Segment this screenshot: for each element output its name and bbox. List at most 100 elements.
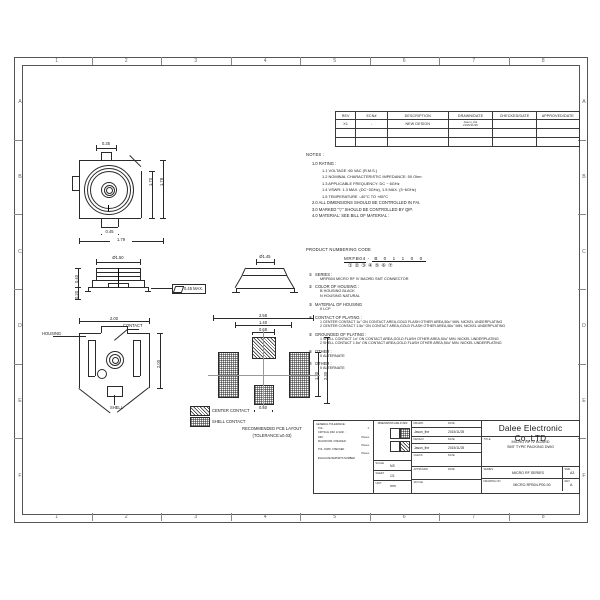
design-date-value: 2015/11/25: [448, 446, 465, 450]
zone-tick: [91, 57, 93, 65]
pnc-item-line: 1 CENTER CONTACT 1u" ON CONTACT AREA,GOL…: [320, 319, 503, 324]
revision-table: REV ECN# DESCRIPTION DRAWN/DATE CHECKED/…: [334, 111, 581, 147]
zone-label-v-A: A: [18, 99, 22, 106]
revision-cell-ecn: -: [355, 119, 388, 129]
pnc-digit-6: 0: [416, 256, 426, 262]
title-block-general-tolerance: GENERAL TOLERANCE: TOL :±CRITICAL DIM. &…: [314, 421, 374, 493]
zone-tick: [578, 363, 586, 365]
zone-tick: [14, 438, 22, 440]
zone-tick: [161, 57, 162, 65]
drawn-value: Jason_the: [414, 430, 430, 434]
zone-label-h-3: 3: [194, 514, 198, 520]
zone-tick: [161, 513, 162, 521]
dim-pcb-130: 1.30: [314, 372, 319, 380]
zone-label-v-F: F: [582, 472, 586, 479]
zone-label-h-4: 4: [263, 58, 267, 64]
zone-tick: [578, 139, 586, 141]
dim-pcb-140: 1.40: [252, 320, 274, 326]
dim-section-dia145: Ø1.45: [259, 254, 271, 259]
note-subitem: 1.1 VOLTAGE :60 VAC (R.M.S.): [322, 167, 378, 173]
general-tol-row: Pieces: [314, 443, 373, 447]
zone-tick: [508, 513, 510, 521]
zone-tick: [439, 57, 440, 65]
revision-cell-drawn: [447, 128, 494, 138]
general-tol-label: MAJOR DIM. CHECKED :: [318, 439, 348, 443]
dim-bottomview-200-top: 2.00: [103, 316, 125, 322]
side-view-note: 0.45 MAX.: [184, 286, 204, 291]
revision-cell-ecn: [355, 128, 388, 138]
zone-label-v-C: C: [18, 248, 22, 255]
drawing-title-line1: MICRO RF IV BOARD: [511, 440, 550, 444]
zone-tick: [300, 513, 301, 521]
revision-cell-checked: [492, 137, 537, 147]
zone-label-h-1: 1: [55, 58, 59, 64]
revision-cell-approved: [535, 137, 581, 147]
table-row: [334, 128, 581, 138]
zone-label-v-B: B: [582, 174, 586, 180]
pnc-circle-indices: ①②③④⑤⑥⑦: [348, 263, 395, 269]
pnc-item-line: 0 ALTERNATE: [320, 366, 345, 371]
legend-label-shell-contact: SHELL CONTACT: [212, 419, 246, 424]
title-block: GENERAL TOLERANCE: TOL :±CRITICAL DIM. &…: [313, 420, 580, 494]
revision-cell-checked: [492, 119, 537, 129]
approved-label: APPROVED: [413, 468, 428, 471]
general-tol-label: EVALUATE REPORTS NUMBER: [318, 456, 355, 460]
scale-label: SCALE: [375, 462, 385, 465]
legend-swatch-shell-contact: [190, 417, 210, 427]
general-tol-row: CRITICAL DIM. & SUR. :: [314, 430, 373, 434]
general-tol-heading: GENERAL TOLERANCE:: [316, 423, 346, 426]
zone-label-v-D: D: [18, 323, 22, 330]
dim-bottom-045: 0.45: [99, 228, 120, 234]
general-tol-row: TOL. DIMN. CHECKED :: [314, 447, 373, 451]
zone-label-h-3: 3: [194, 58, 198, 64]
zone-label-h-5: 5: [333, 58, 337, 64]
zone-tick: [578, 214, 586, 216]
dim-side-040: 0.40: [74, 275, 79, 283]
pcb-layout-tolerance: (TOLERANCE:±0.03): [252, 433, 292, 438]
note-item: 2.0 ALL DIMENSIONS SHOULD BE CONTROLLED …: [312, 200, 421, 206]
zone-label-v-F: F: [18, 472, 22, 479]
general-tol-label: TOL :: [318, 427, 325, 431]
revision-cell-description: [386, 137, 449, 147]
pnc-item-label: MATERIAL OF HOUSING: [315, 301, 363, 307]
revision-drawn-name: Jason_the: [463, 120, 478, 124]
note-subitem: 1.5 TEMPERATURE :-40°C TO +85°C: [322, 193, 389, 199]
notes-body: 1.0 RATING :1.1 VOLTAGE :60 VAC (R.M.S.)…: [306, 161, 586, 218]
zone-tick: [369, 57, 371, 65]
note-subitem: 1.3 APPLICABLE FREQUENCY: DC ~ 6GHz: [322, 180, 400, 186]
title-label: TITLE: [483, 438, 491, 441]
rev-label: REV: [564, 480, 570, 483]
callout-shell: SHELL: [110, 405, 123, 410]
pnc-item-line: 2 SHELL CONTACT 1.5u" ON CONTACT AREA,GO…: [320, 341, 502, 346]
pnc-item-line: 2 CENTER CONTACT 1.5u" ON CONTACT AREA,G…: [320, 324, 506, 329]
zone-label-h-6: 6: [402, 58, 406, 64]
dim-right-179: 1.79: [159, 178, 164, 186]
dim-pcb-258: 2.58: [252, 313, 274, 319]
zone-label-h-4: 4: [263, 514, 267, 520]
general-tol-label: TOL. DIMN. CHECKED :: [318, 448, 346, 452]
series-label: SERIES: [483, 468, 494, 471]
zone-label-v-E: E: [582, 398, 586, 404]
revision-cell-approved: [535, 128, 581, 138]
design-date-label: DATE: [448, 438, 455, 441]
zone-label-h-2: 2: [124, 58, 128, 64]
revision-header-approved: APPROVED/DATE: [535, 111, 581, 120]
note-subitem: 1.4 VSWR: 1.3 MAX. (DC~3GHz), 1.5 MAX. (…: [322, 187, 417, 193]
pnc-item-circle: ⑥: [308, 348, 313, 354]
revision-cell-rev: [334, 128, 357, 138]
check-date-label: DATE: [448, 454, 455, 457]
file-label: 3D FILE: [413, 481, 424, 484]
size-label: SIZE: [564, 468, 571, 471]
notes-section: NOTES : 1.0 RATING :1.1 VOLTAGE :60 VAC …: [306, 152, 586, 220]
zone-tick: [369, 513, 371, 521]
dim-top-035: 0.35: [102, 141, 110, 146]
dim-side-020: 0.20: [74, 291, 79, 299]
pnc-item-circle: ⑤: [308, 331, 313, 337]
pnc-item-circle: ②: [308, 284, 313, 290]
